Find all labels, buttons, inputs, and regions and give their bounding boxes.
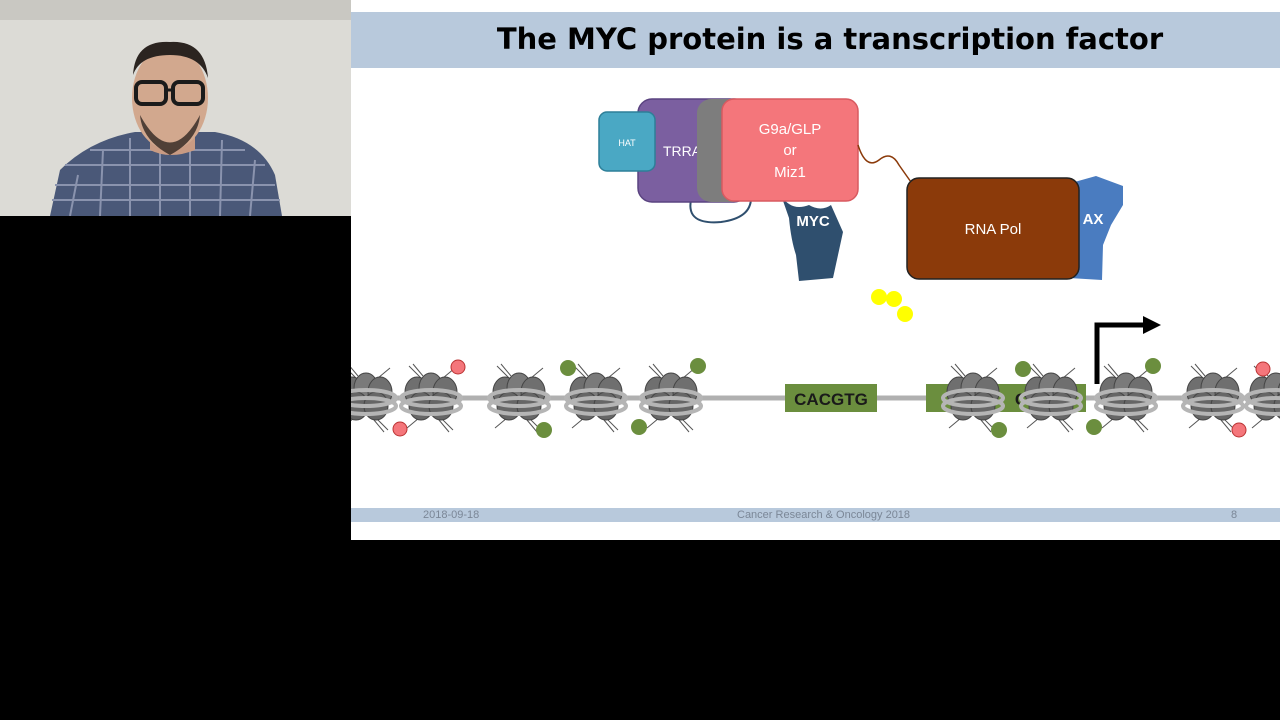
g9a-label-line2: or	[783, 142, 796, 159]
histone-mark-green	[991, 422, 1007, 438]
histone-mark-red	[1231, 422, 1247, 438]
ligand-dot	[871, 289, 887, 305]
footer-event: Cancer Research & Oncology 2018	[737, 509, 911, 521]
histone-mark-green	[1145, 358, 1161, 374]
myc-label: MYC	[796, 213, 830, 230]
ligand-dot	[886, 291, 902, 307]
nucleosome	[639, 362, 703, 434]
webcam-video-feed	[0, 0, 351, 216]
rna-pol-label: RNA Pol	[965, 221, 1022, 238]
footer-bar	[351, 508, 1280, 522]
histone-mark-red	[392, 421, 408, 437]
max-protein	[1069, 176, 1123, 280]
footer-page-number: 8	[1231, 509, 1238, 521]
transcription-start-arrow	[1094, 322, 1146, 384]
slide-title: The MYC protein is a transcription facto…	[496, 22, 1164, 56]
hat-protein	[598, 111, 656, 172]
g9a-label-line3: Miz1	[774, 164, 806, 181]
histone-mark-green	[1015, 361, 1031, 377]
ligand-dot	[897, 306, 913, 322]
linker-loop	[689, 197, 752, 224]
histone-mark-green	[631, 419, 647, 435]
presenter-video	[0, 0, 351, 216]
histone-mark-green	[560, 360, 576, 376]
histone-mark-red	[1255, 361, 1271, 377]
presenter-face	[132, 46, 208, 150]
max-label: AX	[1083, 211, 1104, 228]
footer-date: 2018-09-18	[423, 509, 480, 521]
nucleosome	[399, 362, 463, 434]
histone-mark-green	[536, 422, 552, 438]
nucleosome	[351, 362, 398, 434]
glasses-icon	[134, 80, 168, 106]
nucleosome	[487, 362, 551, 434]
nucleosome	[1019, 362, 1083, 434]
histone-mark-green	[1086, 419, 1102, 435]
histone-mark-green	[690, 358, 706, 374]
rna-pol-protein	[906, 177, 1080, 280]
nucleosome	[564, 362, 628, 434]
nucleosome	[1181, 362, 1245, 434]
ebox-cacgtg	[785, 384, 877, 412]
g9a-label-line1: G9a/GLP	[759, 121, 822, 138]
nucleosome	[1094, 362, 1158, 434]
nucleosome	[941, 362, 1005, 434]
connector-line	[857, 144, 912, 183]
g9a-miz1-protein	[721, 98, 859, 202]
myc-diagram: CACGTG C	[351, 98, 1280, 438]
presentation-slide: The MYC protein is a transcription facto…	[351, 0, 1280, 540]
presenter-shirt	[50, 132, 282, 216]
histone-mark-red	[450, 359, 466, 375]
title-bar	[351, 12, 1280, 68]
ebox-label: CACGTG	[794, 390, 868, 409]
trrap-label: TRRA	[663, 143, 702, 159]
myc-protein	[781, 195, 843, 281]
hat-label: HAT	[618, 138, 636, 148]
